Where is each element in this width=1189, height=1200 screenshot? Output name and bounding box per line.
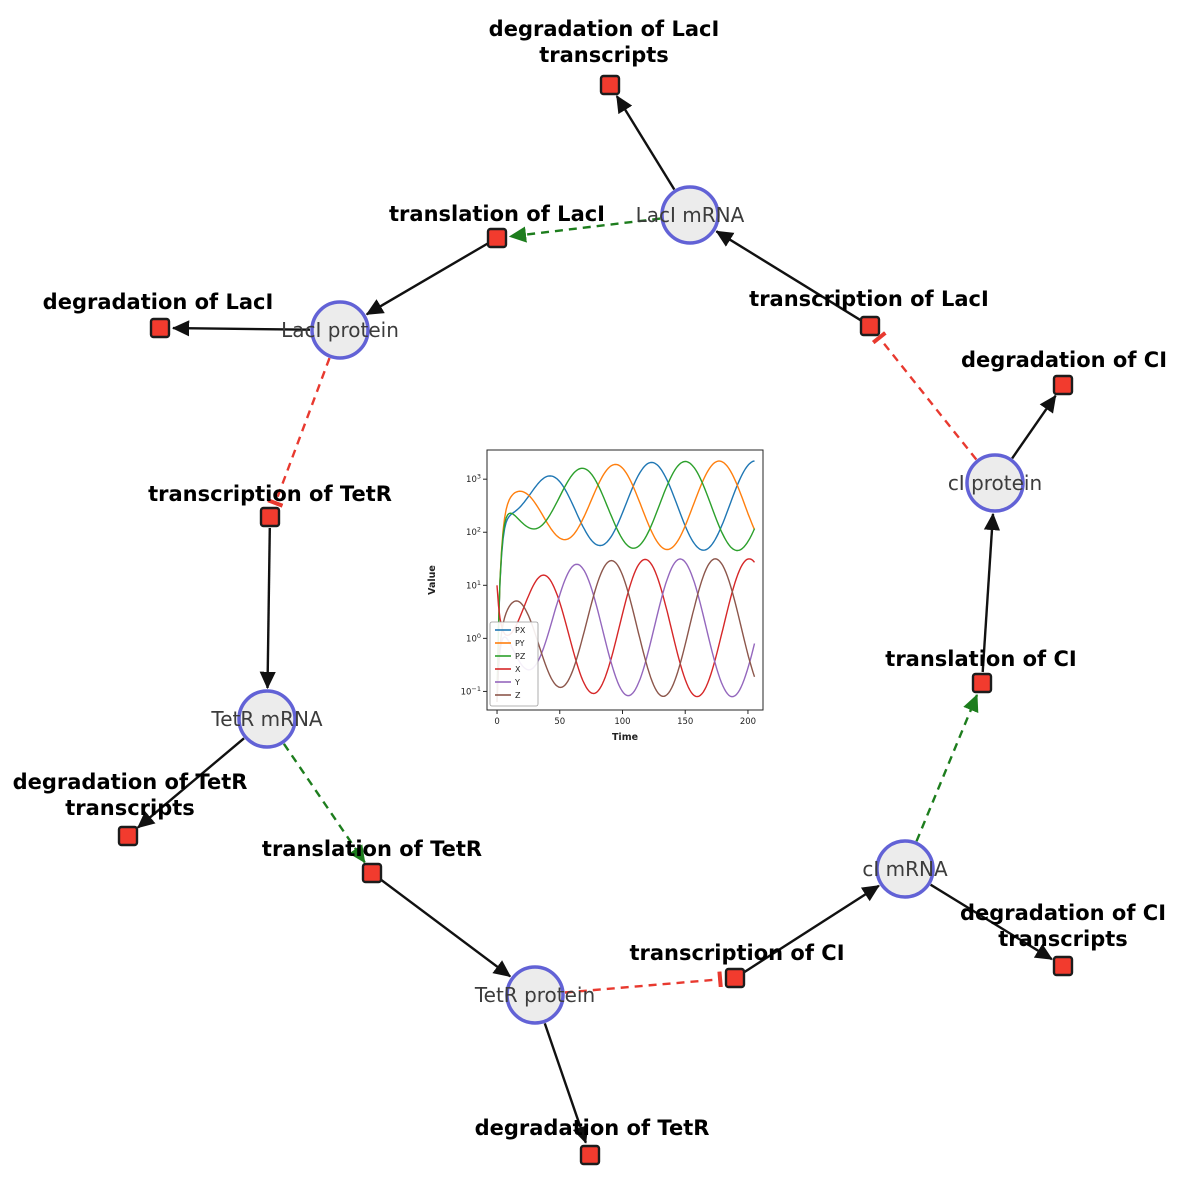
y-tick-label: 10−1 bbox=[461, 685, 481, 698]
reaction-node-translation-laci[interactable] bbox=[486, 227, 508, 249]
deg-laci-label-line-0: degradation of LacI bbox=[43, 290, 274, 314]
x-tick-label: 0 bbox=[494, 717, 499, 727]
edge-production-transcription-ci-to-ci-mrna bbox=[743, 884, 880, 974]
chart-legend bbox=[489, 621, 539, 707]
reaction-node-transcription-laci[interactable] bbox=[859, 315, 881, 337]
deg-laci-transcripts-label-line-0: degradation of LacI bbox=[489, 17, 720, 41]
series-line-pz bbox=[496, 460, 756, 703]
legend-label-py: PY bbox=[515, 639, 525, 648]
laci-mrna-label: LacI mRNA bbox=[636, 203, 745, 227]
deg-tetr-label-line-0: degradation of TetR bbox=[475, 1116, 710, 1140]
edge-modifier-laci-mrna-to-translation-laci bbox=[508, 217, 661, 243]
deg-laci-transcripts-label-line-1: transcripts bbox=[539, 43, 669, 67]
legend-label-x: X bbox=[515, 665, 521, 674]
edge-production-translation-ci-to-ci-protein bbox=[981, 512, 1001, 673]
translation-laci-label-line-0: translation of LacI bbox=[389, 202, 605, 226]
translation-tetr-label-line-0: translation of TetR bbox=[262, 837, 482, 861]
legend-label-y: Y bbox=[514, 678, 520, 687]
reaction-node-transcription-tetr[interactable] bbox=[259, 506, 281, 528]
series-line-px bbox=[496, 460, 755, 703]
tetr-mrna-label: TetR mRNA bbox=[210, 707, 323, 731]
series-line-py bbox=[496, 460, 756, 703]
x-tick-label: 100 bbox=[614, 717, 630, 727]
y-tick-label: 103 bbox=[466, 473, 481, 486]
series-line-x bbox=[496, 558, 756, 698]
x-tick-label: 50 bbox=[554, 717, 565, 727]
reaction-node-deg-ci-transcripts[interactable] bbox=[1052, 955, 1074, 977]
reaction-node-deg-ci[interactable] bbox=[1052, 374, 1074, 396]
edge-production-transcription-tetr-to-tetr-mrna bbox=[259, 527, 276, 690]
edge-consumption-laci-mrna-to-deg-laci-transcripts bbox=[615, 95, 676, 191]
reaction-node-translation-ci[interactable] bbox=[971, 672, 993, 694]
deg-ci-transcripts-label-line-0: degradation of CI bbox=[960, 901, 1166, 925]
legend-label-pz: PZ bbox=[515, 652, 526, 661]
y-tick-label: 102 bbox=[466, 526, 481, 539]
transcription-tetr-label-line-0: transcription of TetR bbox=[148, 482, 392, 506]
species-node-ci-protein[interactable] bbox=[965, 453, 1025, 513]
species-node-laci-mrna[interactable] bbox=[660, 185, 720, 245]
y-axis-label: Value bbox=[427, 565, 438, 595]
ci-protein-label: cI protein bbox=[948, 471, 1042, 495]
transcription-ci-label-line-0: transcription of CI bbox=[629, 941, 844, 965]
y-tick-label: 101 bbox=[466, 579, 481, 592]
deg-ci-transcripts-label-line-1: transcripts bbox=[998, 927, 1128, 951]
reaction-node-deg-tetr-transcripts[interactable] bbox=[117, 825, 139, 847]
deg-ci-label-line-0: degradation of CI bbox=[961, 348, 1167, 372]
y-tick-label: 100 bbox=[466, 632, 481, 645]
edge-production-translation-laci-to-laci-protein bbox=[365, 242, 489, 316]
edge-consumption-ci-protein-to-deg-ci bbox=[1011, 394, 1057, 460]
species-node-laci-protein[interactable] bbox=[310, 300, 370, 360]
edge-inhibition-ci-protein-to-transcription-laci bbox=[871, 331, 978, 461]
reaction-node-deg-laci[interactable] bbox=[149, 317, 171, 339]
x-axis-label: Time bbox=[612, 732, 638, 743]
ci-mrna-label: cI mRNA bbox=[862, 857, 948, 881]
reaction-node-deg-laci-transcripts[interactable] bbox=[599, 74, 621, 96]
x-tick-label: 150 bbox=[677, 717, 693, 727]
deg-tetr-transcripts-label-line-0: degradation of TetR bbox=[13, 770, 248, 794]
deg-tetr-transcripts-label-line-1: transcripts bbox=[65, 796, 195, 820]
translation-ci-label-line-0: translation of CI bbox=[885, 647, 1076, 671]
edge-consumption-tetr-mrna-to-deg-tetr-transcripts bbox=[137, 737, 245, 829]
edge-inhibition-tetr-protein-to-transcription-ci bbox=[564, 971, 723, 994]
species-node-tetr-protein[interactable] bbox=[505, 965, 565, 1025]
edge-consumption-ci-mrna-to-deg-ci-transcripts bbox=[929, 883, 1053, 961]
reaction-node-translation-tetr[interactable] bbox=[361, 862, 383, 884]
edge-inhibition-laci-protein-to-transcription-tetr bbox=[267, 357, 331, 508]
edge-production-translation-tetr-to-tetr-protein bbox=[380, 878, 512, 978]
edge-consumption-tetr-protein-to-deg-tetr bbox=[543, 1023, 589, 1144]
species-node-ci-mrna[interactable] bbox=[875, 839, 935, 899]
legend-label-px: PX bbox=[515, 626, 526, 635]
series-line-z bbox=[496, 558, 756, 703]
transcription-laci-label-line-0: transcription of LacI bbox=[749, 287, 989, 311]
reaction-node-deg-tetr[interactable] bbox=[579, 1144, 601, 1166]
laci-protein-label: LacI protein bbox=[281, 318, 399, 342]
x-tick-label: 200 bbox=[740, 717, 756, 727]
nodes-layer bbox=[117, 74, 1074, 1166]
reaction-node-transcription-ci[interactable] bbox=[724, 967, 746, 989]
tetr-protein-label: TetR protein bbox=[474, 983, 595, 1007]
edges-layer bbox=[137, 95, 1057, 1144]
legend-label-z: Z bbox=[515, 691, 521, 700]
species-node-tetr-mrna[interactable] bbox=[237, 689, 297, 749]
edge-consumption-laci-protein-to-deg-laci bbox=[171, 320, 311, 337]
series-line-y bbox=[496, 558, 756, 703]
edge-modifier-ci-mrna-to-translation-ci bbox=[915, 694, 979, 842]
edge-modifier-tetr-mrna-to-translation-tetr bbox=[282, 743, 366, 864]
edge-production-transcription-laci-to-laci-mrna bbox=[715, 230, 862, 322]
